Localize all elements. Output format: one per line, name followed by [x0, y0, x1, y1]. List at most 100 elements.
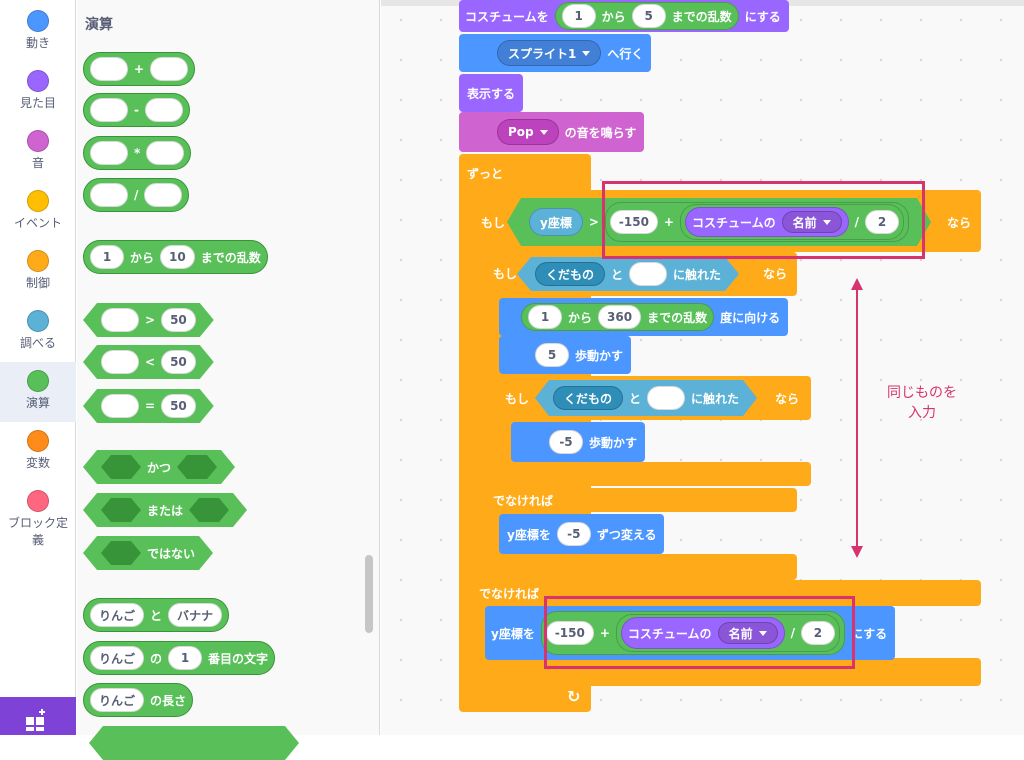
divide-reporter[interactable]: コスチュームの 名前 / 2: [615, 614, 840, 652]
or-block[interactable]: または: [83, 493, 247, 527]
number-input[interactable]: -150: [610, 210, 658, 234]
not-block[interactable]: ではない: [83, 536, 213, 570]
category-control[interactable]: 制御: [0, 250, 76, 310]
block-label: にする: [744, 9, 781, 24]
boolean-slot[interactable]: [177, 455, 217, 479]
category-sensing[interactable]: 調べる: [0, 310, 76, 370]
compare-value-input[interactable]: 50: [161, 394, 196, 418]
greater-than-block[interactable]: > 50: [83, 303, 214, 337]
subtract-block[interactable]: -: [83, 93, 190, 127]
add-block[interactable]: +: [83, 52, 196, 86]
move-steps-block[interactable]: 5 歩動かす: [499, 336, 632, 374]
touching-condition[interactable]: くだもの と に触れた: [517, 257, 739, 291]
letter-index-input[interactable]: 1: [168, 646, 203, 670]
letter-of-block[interactable]: りんご の 1 番目の文字: [83, 641, 276, 675]
category-motion[interactable]: 動き: [0, 10, 76, 70]
palette-scrollbar[interactable]: [365, 555, 373, 633]
category-my-blocks[interactable]: ブロック定義: [0, 490, 76, 560]
script-workspace[interactable]: コスチュームを 1 から 5 までの乱数 にする スプライト1 へ行く 表示する…: [381, 0, 1024, 735]
number-input[interactable]: 2: [800, 621, 835, 645]
multiply-block[interactable]: *: [83, 136, 192, 170]
add-reporter[interactable]: -150 + コスチュームの 名前 / 2: [540, 611, 845, 655]
boolean-slot[interactable]: [101, 455, 141, 479]
compare-value-input[interactable]: 50: [161, 308, 196, 332]
touching-object-reporter[interactable]: くだもの: [553, 386, 623, 410]
point-in-direction-block[interactable]: 1 から 360 までの乱数 度に向ける: [499, 298, 789, 336]
input-slot[interactable]: [146, 141, 185, 165]
input-slot[interactable]: [101, 308, 139, 332]
go-to-block[interactable]: スプライト1 へ行く: [459, 34, 652, 72]
divide-block[interactable]: /: [83, 178, 190, 212]
not-label: ではない: [147, 546, 196, 561]
go-to-target-dropdown[interactable]: スプライト1: [497, 40, 602, 66]
and-block[interactable]: かつ: [83, 450, 235, 484]
costume-reporter[interactable]: コスチュームの 名前: [620, 617, 785, 649]
letter-string-input[interactable]: りんご: [90, 646, 145, 670]
show-block[interactable]: 表示する: [459, 74, 524, 112]
boolean-slot[interactable]: [189, 498, 229, 522]
greater-than-condition[interactable]: y座標 > -150 + コスチュームの 名前 / 2: [507, 198, 931, 246]
random-reporter[interactable]: 1 から 5 までの乱数: [554, 2, 739, 30]
random-from-input[interactable]: 1: [561, 4, 596, 28]
category-looks[interactable]: 見た目: [0, 70, 76, 130]
input-slot[interactable]: [101, 394, 139, 418]
dropdown-value: Pop: [508, 125, 534, 139]
random-reporter[interactable]: 1 から 360 までの乱数: [521, 303, 715, 331]
less-than-block[interactable]: < 50: [83, 345, 214, 379]
switch-costume-block[interactable]: コスチュームを 1 から 5 までの乱数 にする: [459, 0, 789, 32]
input-slot[interactable]: [647, 386, 685, 410]
category-sound[interactable]: 音: [0, 130, 76, 190]
add-reporter[interactable]: -150 + コスチュームの 名前 / 2: [605, 202, 909, 242]
costume-attribute-dropdown[interactable]: 名前: [717, 622, 778, 644]
random-to-input[interactable]: 10: [160, 245, 195, 269]
change-y-block[interactable]: y座標を -5 ずつ変える: [499, 514, 665, 554]
random-from-input[interactable]: 1: [528, 305, 562, 329]
input-slot[interactable]: [101, 350, 139, 374]
equals-block[interactable]: = 50: [83, 389, 214, 423]
steps-input[interactable]: -5: [549, 430, 583, 454]
y-position-reporter[interactable]: y座標: [529, 208, 583, 236]
boolean-slot[interactable]: [101, 541, 141, 565]
my-blocks-category-icon: [27, 490, 49, 512]
operator-symbol: /: [134, 188, 139, 202]
length-block[interactable]: りんご の長さ: [83, 683, 194, 717]
boolean-slot[interactable]: [101, 498, 141, 522]
input-slot[interactable]: [90, 98, 128, 122]
category-operators[interactable]: 演算: [0, 362, 76, 422]
costume-reporter[interactable]: コスチュームの 名前: [685, 207, 849, 237]
number-input[interactable]: 2: [865, 210, 899, 234]
play-sound-block[interactable]: Pop の音を鳴らす: [459, 112, 645, 152]
join-second-input[interactable]: バナナ: [168, 603, 223, 627]
random-to-input[interactable]: 360: [598, 305, 642, 329]
touching-condition[interactable]: くだもの と に触れた: [535, 380, 757, 416]
input-slot[interactable]: [144, 183, 183, 207]
random-to-label: までの乱数: [671, 9, 732, 24]
costume-attribute-dropdown[interactable]: 名前: [782, 211, 842, 233]
set-y-block[interactable]: y座標を -150 + コスチュームの 名前 / 2 にする: [485, 606, 896, 660]
divide-reporter[interactable]: コスチュームの 名前 / 2: [680, 204, 904, 240]
input-slot[interactable]: [90, 141, 128, 165]
random-block[interactable]: 1 から 10 までの乱数: [83, 240, 268, 274]
sound-dropdown[interactable]: Pop: [497, 119, 559, 145]
join-block[interactable]: りんご と バナナ: [83, 598, 230, 632]
length-string-input[interactable]: りんご: [90, 688, 145, 712]
add-extension-button[interactable]: [0, 697, 76, 735]
move-steps-block[interactable]: -5 歩動かす: [511, 422, 646, 462]
input-slot[interactable]: [90, 57, 128, 81]
input-slot[interactable]: [150, 57, 189, 81]
steps-input[interactable]: 5: [535, 343, 569, 367]
category-events[interactable]: イベント: [0, 190, 76, 250]
join-first-input[interactable]: りんご: [90, 603, 145, 627]
random-to-input[interactable]: 5: [631, 4, 666, 28]
input-slot[interactable]: [144, 98, 183, 122]
category-variables[interactable]: 変数: [0, 430, 76, 490]
touching-object-reporter[interactable]: くだもの: [535, 262, 605, 286]
change-value-input[interactable]: -5: [556, 522, 591, 546]
contains-block[interactable]: [89, 726, 299, 760]
chevron-down-icon: [582, 50, 591, 56]
input-slot[interactable]: [629, 262, 667, 286]
random-from-input[interactable]: 1: [90, 245, 124, 269]
number-input[interactable]: -150: [545, 621, 594, 645]
input-slot[interactable]: [90, 183, 128, 207]
compare-value-input[interactable]: 50: [161, 350, 196, 374]
